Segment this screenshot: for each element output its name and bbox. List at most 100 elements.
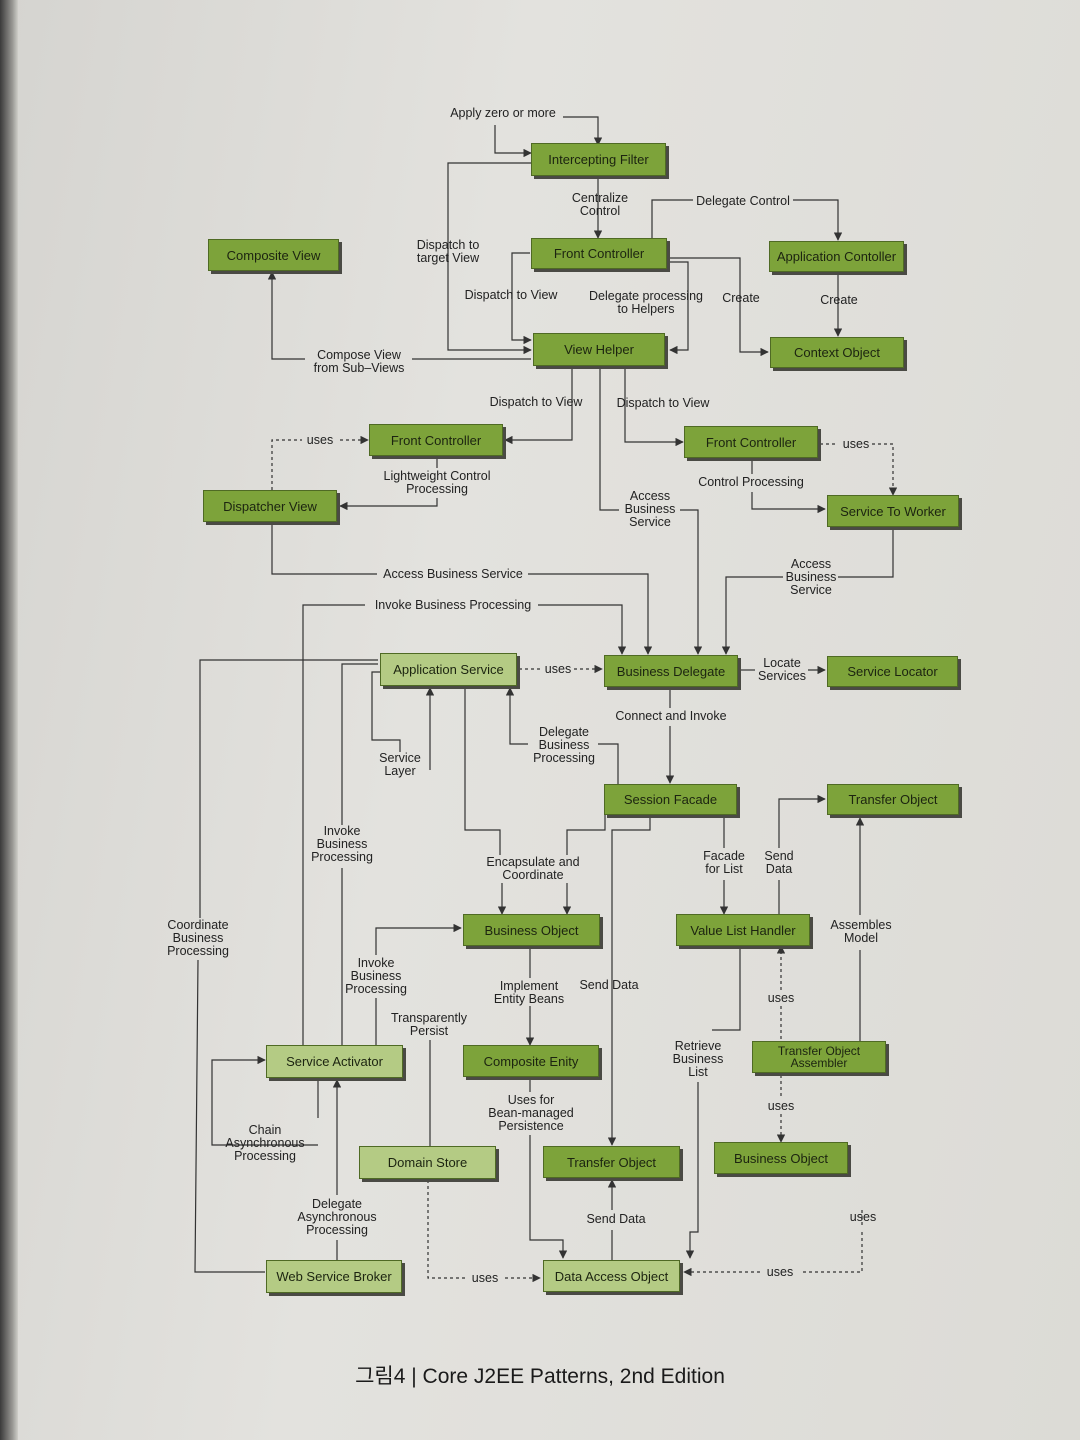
- edge-coordinate: [199, 659, 378, 918]
- label-retrieve-list: Retrieve Business List: [672, 1039, 724, 1079]
- edge-encapsulate-right: [566, 812, 606, 855]
- transfer-object-assembler-box: Transfer Object Assembler: [752, 1041, 886, 1073]
- edge-sf-to: [607, 815, 651, 1146]
- label-delegate-helpers: Delegate processing to Helpers: [589, 289, 703, 316]
- label-implement-entity: Implement Entity Beans: [493, 979, 565, 1006]
- label-uses-3: uses: [544, 662, 572, 676]
- label-chain-async: Chain Asynchronous Processing: [225, 1123, 305, 1163]
- front-controller-top-box: Front Controller: [531, 238, 667, 269]
- web-service-broker-box: Web Service Broker: [266, 1260, 402, 1293]
- edge-disp-business: [271, 522, 377, 575]
- label-compose-view: Compose View from Sub–Views: [313, 348, 405, 375]
- business-object-bottom-box: Business Object: [714, 1142, 848, 1174]
- label-dispatch-view-3: Dispatch to View: [616, 396, 710, 410]
- label-delegate-async: Delegate Asynchronous Processing: [297, 1197, 377, 1237]
- edge-encapsulate-left: [464, 688, 501, 855]
- figure-caption: 그림4 | Core J2EE Patterns, 2nd Edition: [355, 1365, 725, 1388]
- edge-to-dao-2: [800, 1232, 863, 1273]
- data-access-object-box: Data Access Object: [543, 1260, 680, 1292]
- edge-apply-zero-left: [494, 125, 532, 158]
- label-uses-6: uses: [849, 1210, 877, 1224]
- dispatcher-view-box: Dispatcher View: [203, 490, 337, 522]
- label-access-bs-2: Access Business Service: [383, 567, 523, 581]
- edge-fcr-uses-2: [872, 443, 898, 496]
- label-uses-5: uses: [767, 1099, 795, 1113]
- transfer-object-top-box: Transfer Object: [827, 784, 959, 815]
- service-activator-box: Service Activator: [266, 1045, 403, 1078]
- label-facade-list: Facade for List: [703, 849, 745, 876]
- label-invoke-bp-3: Invoke Business Processing: [345, 956, 407, 996]
- label-send-data-1: Send Data: [764, 849, 794, 876]
- label-invoke-bp-1: Invoke Business Processing: [374, 598, 532, 612]
- label-assembles-model: Assembles Model: [830, 918, 892, 945]
- edge-vh-dispatch-right: [624, 368, 684, 447]
- label-lightweight: Lightweight Control Processing: [383, 469, 491, 496]
- edge-retrieve-2: [685, 1082, 699, 1259]
- value-list-handler-box: Value List Handler: [676, 914, 810, 946]
- edge-control-processing-2: [751, 492, 826, 514]
- front-controller-left-box: Front Controller: [369, 424, 503, 456]
- label-access-bs-1: Access Business Service: [624, 489, 676, 529]
- label-invoke-bp-2: Invoke Business Processing: [311, 824, 373, 864]
- edge-delegate-bp-2: [598, 743, 619, 785]
- context-object-box: Context Object: [770, 337, 904, 368]
- service-to-worker-box: Service To Worker: [827, 495, 959, 527]
- edge-ds-dao: [427, 1180, 465, 1279]
- edge-dv-uses: [271, 439, 302, 490]
- label-connect-invoke: Connect and Invoke: [615, 709, 727, 723]
- label-create-1: Create: [722, 291, 760, 305]
- edge-stw-business: [838, 528, 894, 578]
- composite-view-box: Composite View: [208, 239, 339, 271]
- transfer-object-bottom-box: Transfer Object: [543, 1146, 680, 1178]
- view-helper-box: View Helper: [533, 333, 665, 366]
- edge-lightweight-2: [339, 498, 438, 511]
- composite-entity-box: Composite Enity: [463, 1045, 599, 1077]
- edge-vh-business-2: [680, 509, 703, 655]
- edge-bean-managed-2: [529, 1135, 568, 1259]
- edge-invoke-top: [302, 604, 365, 1045]
- label-create-2: Create: [820, 293, 858, 307]
- front-controller-right-box: Front Controller: [684, 426, 818, 458]
- edge-delegate-bp: [505, 687, 528, 745]
- edge-fc-dispatch: [511, 252, 532, 345]
- edge-send-data-top: [778, 794, 826, 848]
- session-facade-box: Session Facade: [604, 784, 737, 815]
- edge-vh-business: [599, 368, 619, 511]
- label-dispatch-target: Dispatch to target View: [416, 238, 480, 265]
- label-uses-4: uses: [767, 991, 795, 1005]
- label-send-data-2: Send Data: [579, 978, 639, 992]
- label-service-layer: Service Layer: [379, 751, 421, 778]
- edge-service-layer: [371, 671, 401, 752]
- label-uses-7: uses: [471, 1271, 499, 1285]
- edge-invoke-as: [341, 663, 378, 825]
- application-controller-box: Application Contoller: [769, 241, 904, 272]
- edge-delegate-control: [651, 199, 693, 238]
- label-uses-2: uses: [842, 437, 870, 451]
- edge-delegate-control-2: [793, 199, 843, 241]
- edge-fc-helpers: [668, 261, 689, 355]
- edge-apply-zero: [563, 116, 603, 146]
- edge-compose: [267, 271, 305, 360]
- business-delegate-box: Business Delegate: [604, 655, 738, 687]
- label-bean-managed: Uses for Bean-managed Persistence: [488, 1093, 574, 1133]
- service-locator-box: Service Locator: [827, 656, 958, 687]
- label-dispatch-view-1: Dispatch to View: [464, 288, 558, 302]
- label-delegate-control: Delegate Control: [696, 194, 790, 208]
- label-uses-1: uses: [306, 433, 334, 447]
- label-locate-services: Locate Services: [758, 656, 806, 683]
- application-service-box: Application Service: [380, 653, 517, 686]
- edge-chain-2: [211, 1055, 318, 1146]
- label-access-bs-3: Access Business Service: [785, 557, 837, 597]
- label-coordinate-bp: Coordinate Business Processing: [167, 918, 229, 958]
- label-control-processing: Control Processing: [698, 475, 804, 489]
- edge-sa-bo: [375, 923, 462, 955]
- label-uses-8: uses: [766, 1265, 794, 1279]
- label-centralize-control: Centralize Control: [571, 191, 629, 218]
- label-dispatch-view-2: Dispatch to View: [489, 395, 583, 409]
- edge-fc-create: [668, 257, 769, 357]
- domain-store-box: Domain Store: [359, 1146, 496, 1179]
- label-apply-zero: Apply zero or more: [450, 106, 556, 120]
- edge-retrieve: [712, 946, 741, 1031]
